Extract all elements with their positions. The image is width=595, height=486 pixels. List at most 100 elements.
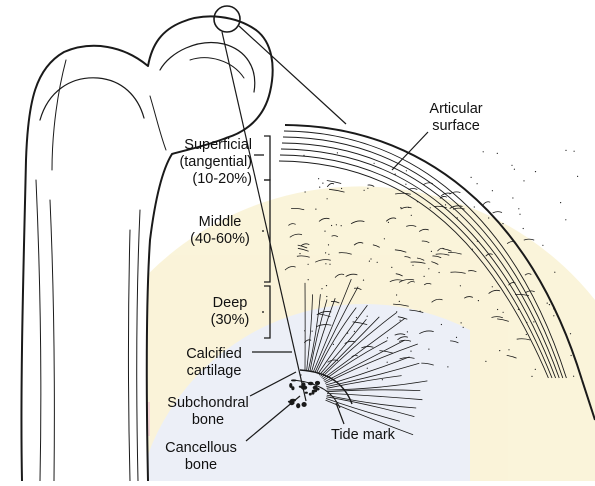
articular-label-line2: surface [411,118,501,135]
trabecula-blob [289,383,292,388]
texture-dot [523,228,524,229]
texture-dot [457,217,458,218]
cancellous-bone-label: Cancellous bone [156,440,246,474]
chondrocyte-mark [409,189,418,190]
texture-dot [471,177,472,178]
texture-dot [326,285,327,286]
calcified-label-line2: cartilage [172,363,256,380]
texture-dot [565,150,566,151]
texture-dot [331,225,332,226]
trabecula-blob [308,382,314,386]
texture-dot [407,331,408,332]
texture-dot [354,331,355,332]
chondrocyte-mark [327,181,341,184]
texture-dot [337,152,338,153]
texture-dot [327,198,328,199]
texture-dot [492,190,493,191]
cancellous-label-line2: bone [156,457,246,474]
texture-dot [328,244,329,245]
texture-dot [445,204,446,205]
calcified-cartilage-label: Calcified cartilage [172,346,256,380]
texture-dot [428,349,429,350]
texture-dot [430,207,431,208]
texture-dot [547,303,548,304]
texture-dot [299,253,300,254]
texture-dot [503,312,504,313]
texture-dot [369,261,370,262]
texture-dot [364,190,365,191]
texture-dot [542,245,543,246]
trabecula-blob [309,393,312,396]
texture-dot [535,171,536,172]
texture-dot [488,217,489,218]
texture-dot [363,280,364,281]
superficial-zone-label: Superficial (tangential) (10-20%) [150,137,252,188]
texture-dot [391,267,392,268]
texture-dot [512,197,513,198]
texture-dot [396,294,397,295]
texture-dot [497,309,498,310]
texture-dot [553,308,554,309]
texture-dot [396,311,397,312]
texture-dot [456,337,457,338]
texture-dot [531,376,532,377]
texture-dot [502,223,503,224]
texture-dot [399,301,400,302]
texture-dot [560,202,561,203]
deep-label-line1: Deep [200,295,260,312]
chondrocyte-mark [449,192,460,194]
texture-dot [312,331,313,332]
texture-dot [519,214,520,215]
texture-dot [300,374,301,375]
texture-dot [388,222,389,223]
articular-label-line1: Articular [411,101,501,118]
texture-dot [424,276,425,277]
chondrocyte-mark [483,202,491,206]
texture-dot [400,207,401,208]
chondrocyte-mark [327,183,334,186]
texture-dot [571,355,572,356]
texture-dot [477,241,478,242]
texture-dot [474,206,475,207]
texture-dot [374,163,375,164]
texture-dot [460,285,461,286]
superficial-label-line3: (10-20%) [150,171,252,188]
texture-dot [518,208,519,209]
texture-dot [324,231,325,232]
subchondral-bone-label: Subchondral bone [160,395,256,429]
texture-dot [367,368,368,369]
texture-dot [485,361,486,362]
texture-dot [367,316,368,317]
trabecula-blob [291,379,296,381]
texture-dot [499,350,500,351]
texture-dot [319,187,320,188]
cancellous-label-line1: Cancellous [156,440,246,457]
middle-label-line1: Middle [180,214,260,231]
articular-surface-label: Articular surface [411,101,501,135]
texture-dot [428,268,429,269]
texture-dot [554,272,555,273]
texture-dot [574,151,575,152]
texture-dot [508,349,509,350]
texture-dot [447,366,448,367]
trabecula-blob [315,381,320,385]
texture-dot [417,201,418,202]
subchondral-label-line2: bone [160,412,256,429]
texture-dot [329,264,330,265]
texture-dot [384,238,385,239]
texture-dot [387,337,388,338]
texture-dot [303,155,304,156]
texture-dot [514,169,515,170]
chondrocyte-mark [493,212,502,213]
middle-label-line2: (40-60%) [180,231,260,248]
texture-dot [325,252,326,253]
texture-dot [308,279,309,280]
subchondral-label-line1: Subchondral [160,395,256,412]
texture-dot [573,376,574,377]
texture-dot [405,184,406,185]
texture-dot [511,165,512,166]
trabecula-blob [301,382,305,386]
texture-dot [477,183,478,184]
